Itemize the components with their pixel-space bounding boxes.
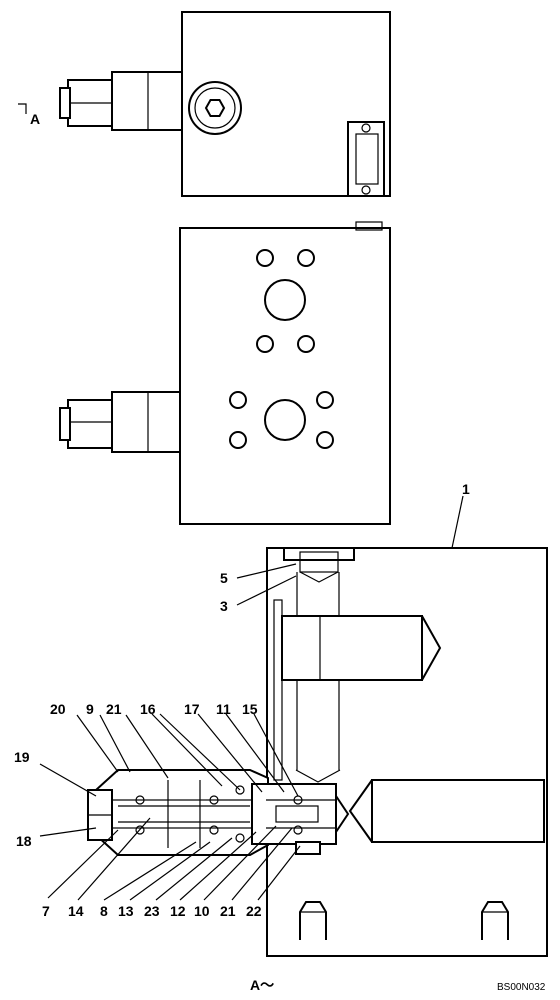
callout-3: 3	[220, 598, 228, 614]
top-view: A	[18, 11, 391, 197]
callout-7: 7	[42, 903, 50, 919]
callout-23: 23	[144, 903, 160, 919]
callout-12: 12	[170, 903, 186, 919]
callout-21-upper: 21	[106, 701, 122, 717]
callout-1: 1	[462, 481, 470, 497]
callout-19: 19	[14, 749, 30, 765]
callout-20: 20	[50, 701, 66, 717]
callout-18: 18	[16, 833, 32, 849]
callout-13: 13	[118, 903, 134, 919]
view-caption: A～	[250, 977, 274, 993]
callout-11: 11	[216, 701, 231, 717]
hex-plug-outer	[188, 81, 242, 135]
middle-view	[59, 221, 391, 525]
callout-16: 16	[140, 701, 156, 717]
callout-22: 22	[246, 903, 262, 919]
callout-8: 8	[100, 903, 108, 919]
callout-15: 15	[242, 701, 258, 717]
callout-14: 14	[68, 903, 84, 919]
callout-21-lower: 21	[220, 903, 236, 919]
callout-17: 17	[184, 701, 200, 717]
hex-socket	[204, 99, 226, 117]
side-plate	[347, 121, 385, 197]
section-view	[39, 495, 548, 957]
drawing-code: BS00N032	[497, 982, 546, 993]
main-port-lower	[264, 399, 306, 441]
view-marker: A	[30, 111, 40, 127]
callout-10: 10	[194, 903, 210, 919]
callouts: 1 5 3 20 9 21 16 17 11 15 19 18 7 14 8 1…	[14, 481, 470, 919]
callout-9: 9	[86, 701, 94, 717]
main-port-upper	[264, 279, 306, 321]
callout-5: 5	[220, 570, 228, 586]
